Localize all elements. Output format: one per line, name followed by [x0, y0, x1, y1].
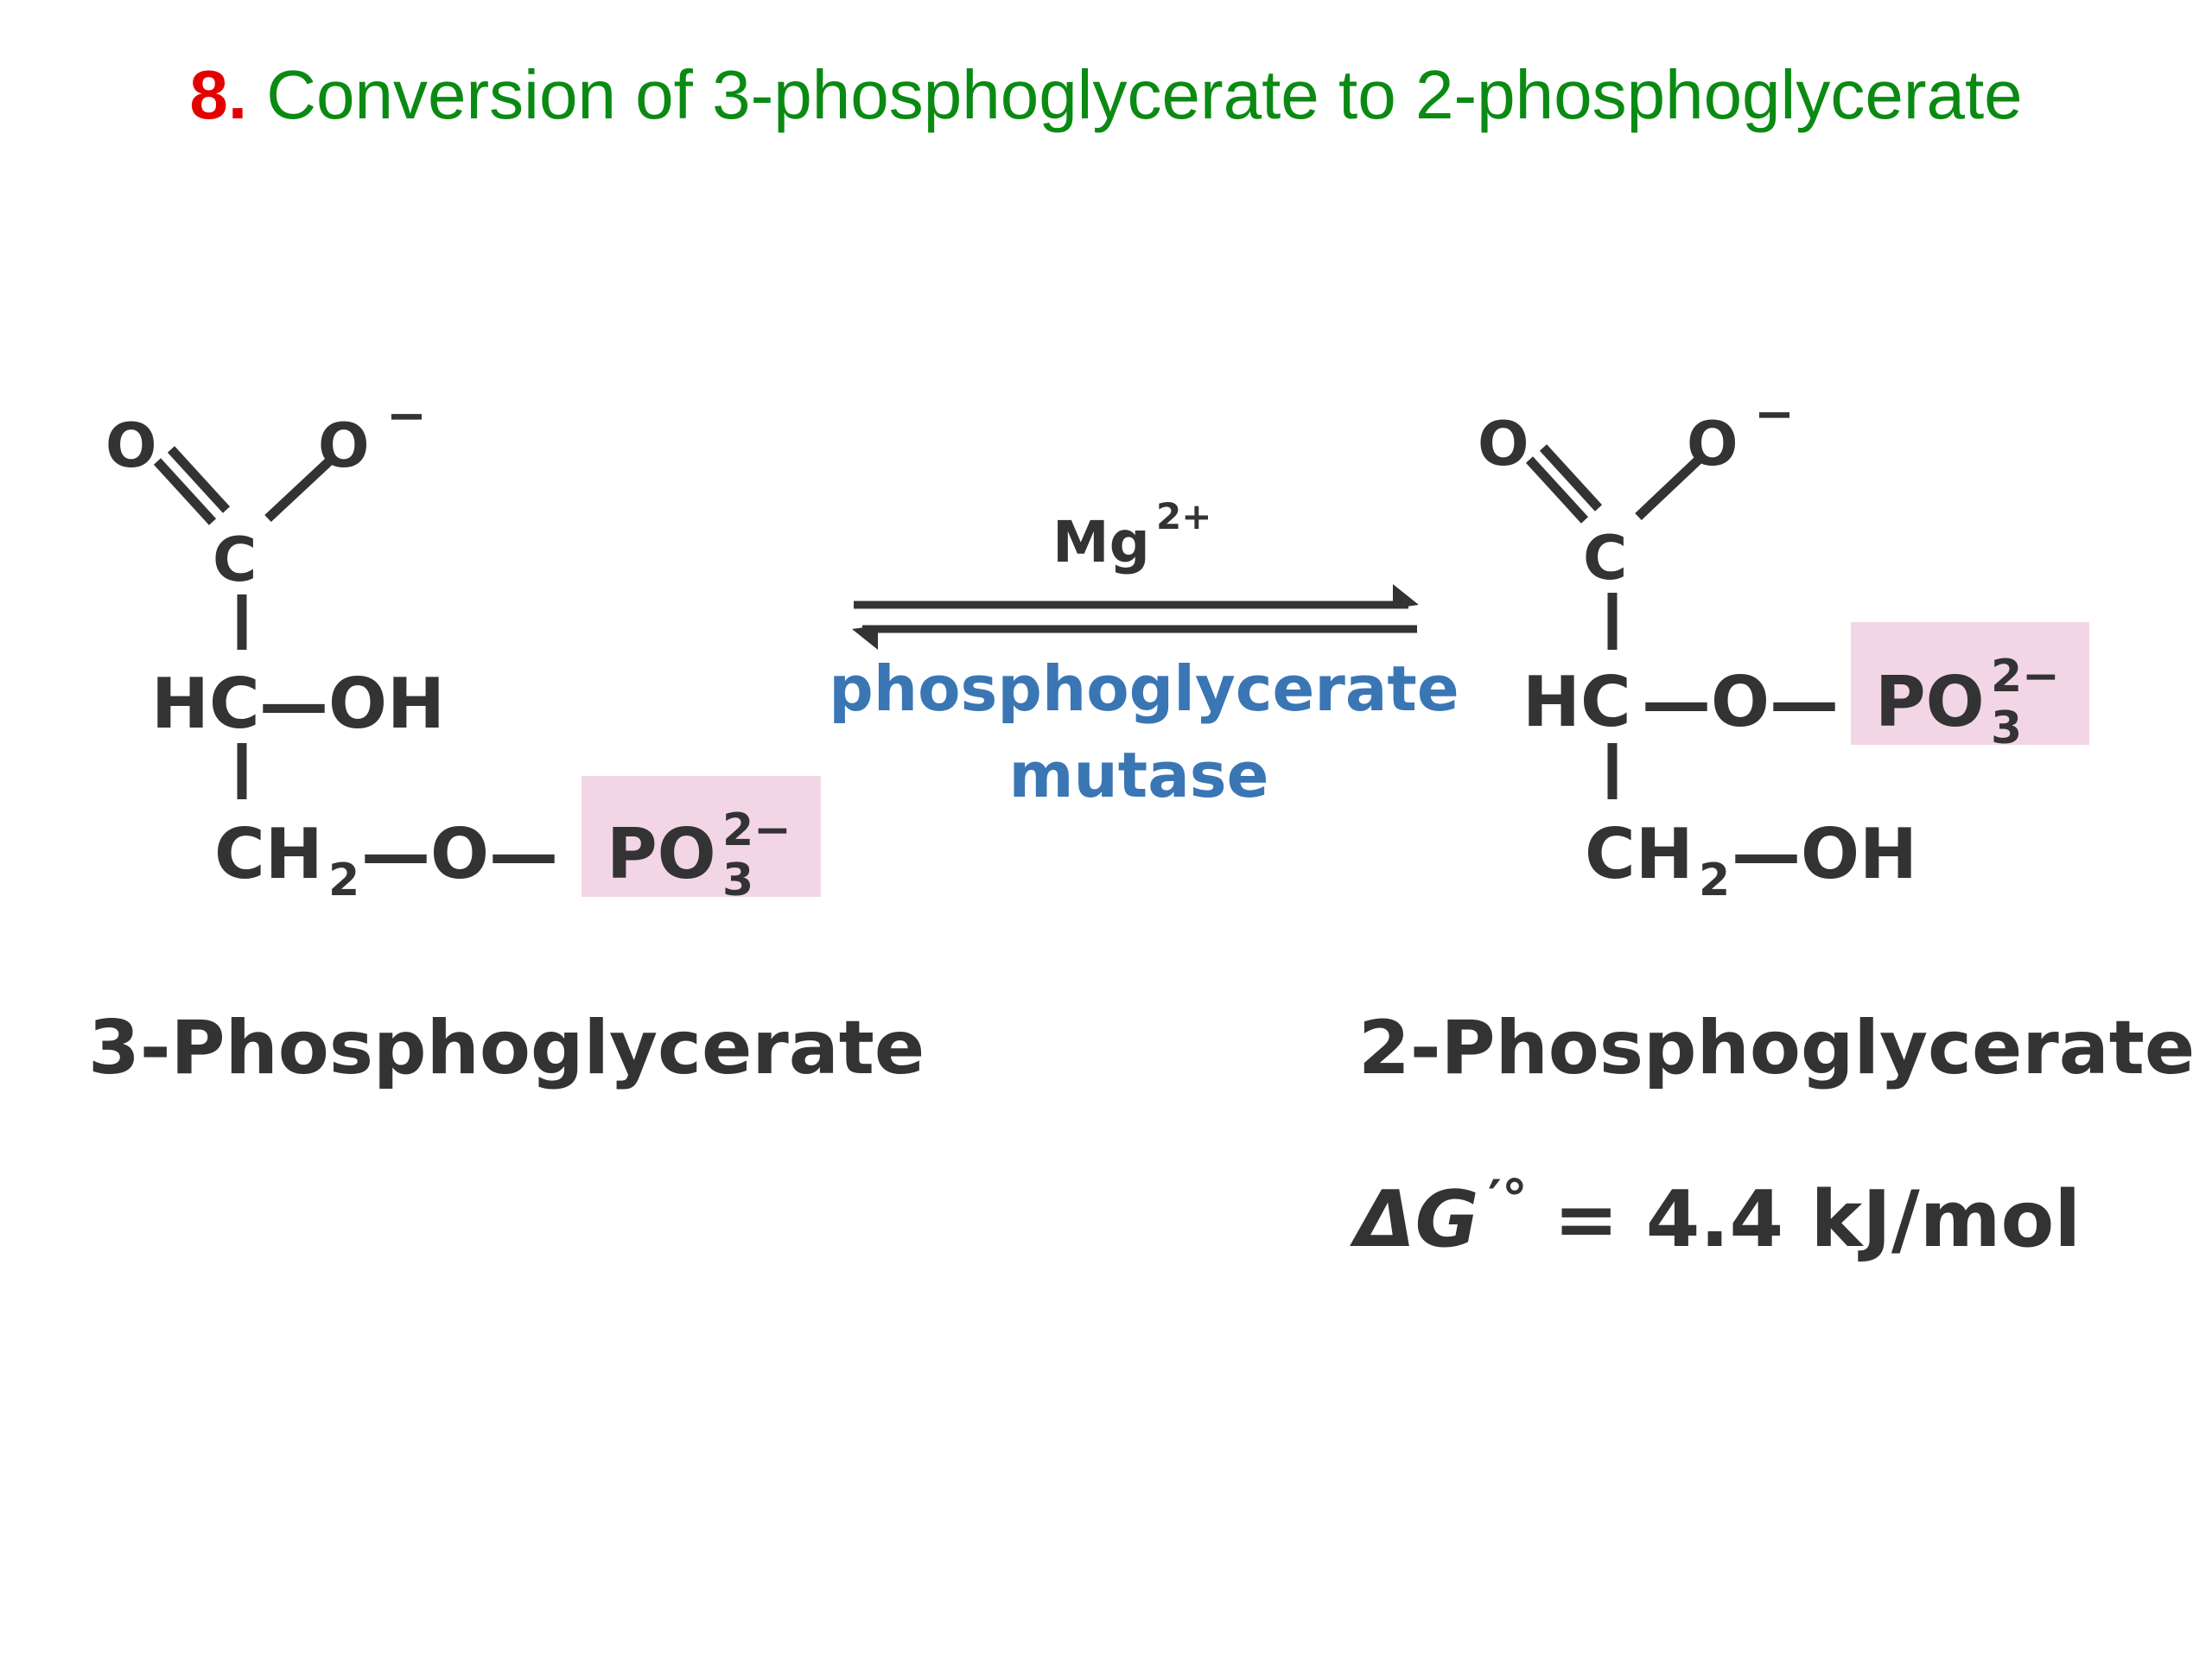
- reactant-po-charge: 2−: [722, 804, 791, 856]
- reactant-po-subscript: 3: [722, 855, 753, 906]
- reactant-po: PO: [607, 814, 716, 894]
- reactant-negative-charge: −: [386, 388, 427, 444]
- product-structure: O O − C HC —O— PO 3 2− CH 2 —OH: [1478, 386, 2089, 906]
- product-single-bond-o: [1635, 453, 1706, 520]
- cofactor-charge: 2+: [1156, 495, 1211, 537]
- delta-g-symbol: ΔG: [1350, 1174, 1479, 1265]
- reactant-structure: O O − C HC —OH CH 2 —O— PO 3 2−: [105, 388, 821, 906]
- product-negative-charge: −: [1754, 386, 1795, 442]
- delta-g-prime-degree: ′°: [1488, 1169, 1528, 1230]
- step-number: 8.: [189, 56, 248, 133]
- enzyme-name-line1: phosphoglycerate: [829, 652, 1459, 725]
- reactant-ch: CH: [214, 814, 323, 894]
- product-carbonyl-o: O: [1478, 409, 1529, 480]
- enzyme-name-line2: mutase: [1009, 739, 1269, 811]
- reactant-ester-o: —O—: [361, 814, 558, 894]
- equilibrium-arrows: Mg 2+ phosphoglycerate mutase: [829, 495, 1459, 811]
- reactant-single-bond-o: [264, 454, 336, 523]
- slide-title: 8. Conversion of 3-phosphoglycerate to 2…: [0, 43, 2212, 147]
- product-po: PO: [1875, 662, 1985, 742]
- product-oh: —OH: [1732, 814, 1917, 894]
- product-hc: HC: [1522, 662, 1631, 742]
- reactant-double-bond-a: [153, 458, 217, 525]
- reactant-double-bond-b: [167, 446, 231, 513]
- reactant-phosphate-highlight: [582, 776, 821, 897]
- product-ch-subscript: 2: [1699, 855, 1730, 906]
- step-title: Conversion of 3-phosphoglycerate to 2-ph…: [266, 56, 2023, 133]
- delta-g-value: = 4.4 kJ/mol: [1554, 1174, 2081, 1265]
- forward-arrowhead: [1393, 584, 1419, 608]
- reactant-ch-subscript: 2: [328, 855, 359, 906]
- product-po-charge: 2−: [1991, 651, 2060, 702]
- product-phosphate-highlight: [1851, 622, 2089, 745]
- product-name: 2-Phosphoglycerate: [1358, 1005, 2195, 1091]
- reactant-carboxyl-c: C: [213, 524, 257, 595]
- product-double-bond-b: [1539, 444, 1603, 512]
- cofactor-mg: Mg: [1052, 509, 1150, 575]
- product-double-bond-a: [1525, 456, 1589, 524]
- product-ester-o: —O—: [1642, 662, 1839, 742]
- product-ch: CH: [1585, 814, 1694, 894]
- product-carboxyl-c: C: [1583, 523, 1627, 594]
- reactant-name: 3-Phosphoglycerate: [88, 1005, 925, 1091]
- reactant-hc: HC: [151, 664, 260, 744]
- reactant-oh: —OH: [259, 664, 445, 744]
- reverse-arrowhead: [852, 626, 878, 650]
- reactant-carbonyl-o: O: [105, 410, 157, 481]
- free-energy-change: ΔG ′° = 4.4 kJ/mol: [1350, 1169, 2081, 1265]
- product-po-subscript: 3: [1991, 702, 2022, 754]
